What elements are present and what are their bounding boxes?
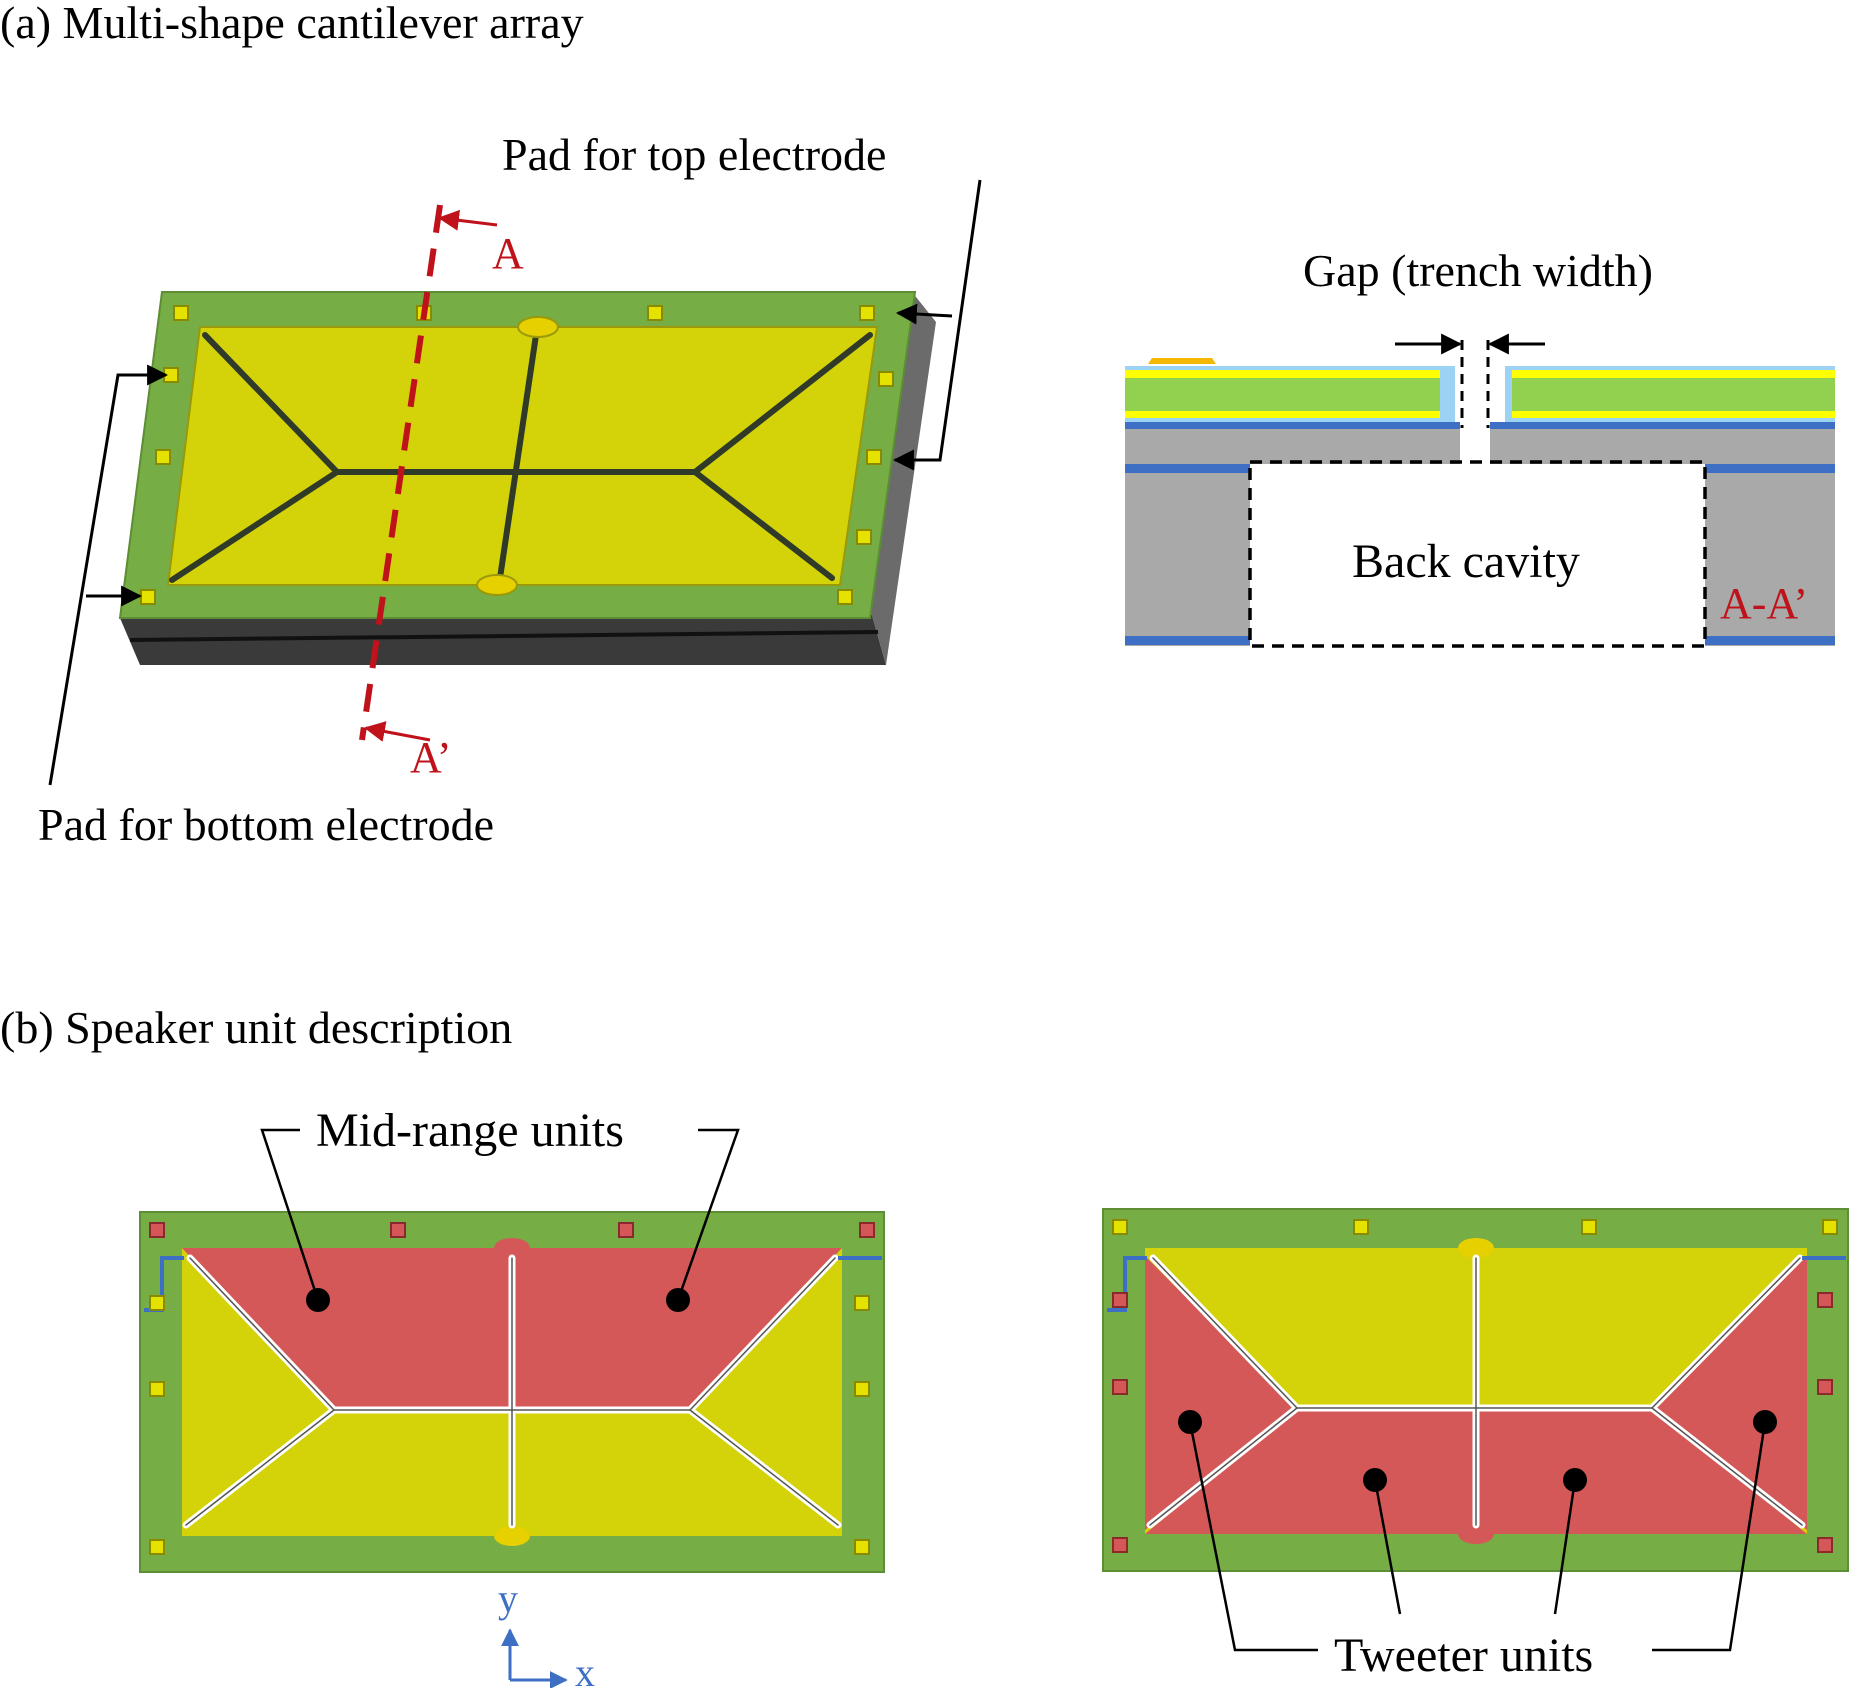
axis-y-label: y: [498, 1576, 518, 1621]
pad-bottom-label: Pad for bottom electrode: [38, 799, 494, 850]
panel-b-title: (b) Speaker unit description: [0, 1002, 512, 1053]
chip-3d-view: [118, 291, 936, 665]
chip-substrate-right: [870, 292, 936, 665]
chip-midrange-view: [139, 1211, 885, 1573]
panel-a-title: (a) Multi-shape cantilever array: [0, 0, 584, 48]
midrange-label: Mid-range units: [316, 1104, 624, 1157]
section-start-label: A: [492, 229, 524, 278]
pad-top-leader: [892, 179, 982, 471]
tweeter-label: Tweeter units: [1334, 1629, 1593, 1682]
tweeter-region-left: [1145, 1256, 1297, 1530]
section-label: A-A’: [1720, 579, 1808, 628]
midrange-leader-right: [676, 1128, 740, 1301]
tweeter-leader: [1188, 1421, 1318, 1652]
axis-indicator: y x: [498, 1576, 595, 1688]
pad-bottom-leader: [48, 364, 169, 786]
back-cavity-box: [1248, 460, 1707, 648]
chip-tweeter-view: [1102, 1208, 1849, 1572]
chip-pads: [140, 305, 894, 605]
chip-membrane: [166, 326, 879, 586]
cross-section: [1125, 333, 1835, 648]
section-arrow-a-prime: [363, 721, 431, 742]
section-line: [359, 204, 443, 741]
pad-top-label: Pad for top electrode: [502, 129, 886, 180]
section-arrow-a: [437, 209, 498, 231]
tweeter-region-right: [1652, 1256, 1807, 1530]
midrange-leader-left: [260, 1128, 320, 1301]
back-cavity-label: Back cavity: [1352, 535, 1580, 588]
section-end-label: A’: [410, 733, 452, 782]
chip-trenches: [169, 332, 873, 583]
gap-label: Gap (trench width): [1303, 245, 1653, 296]
axis-x-label: x: [575, 1650, 595, 1688]
